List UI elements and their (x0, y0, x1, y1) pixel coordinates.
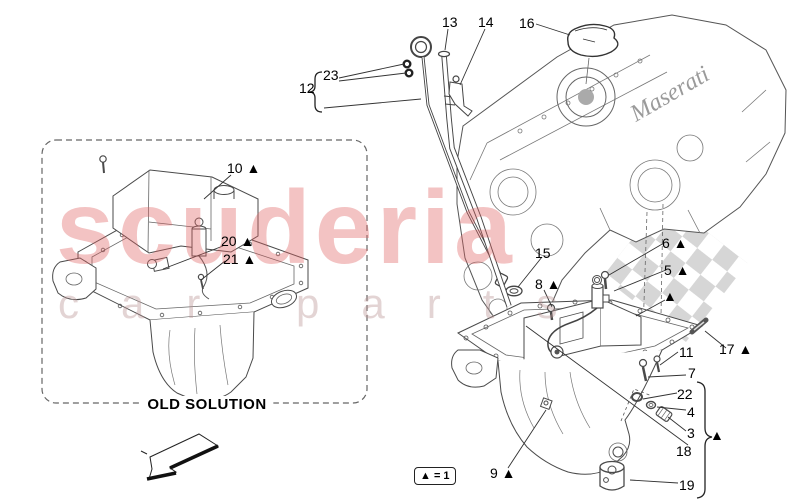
callout-8: 8 ▲ (535, 276, 561, 292)
leader-lines (162, 23, 727, 484)
callout-12: 12 (299, 80, 315, 96)
callout-9: 9 ▲ (490, 465, 516, 481)
bracket-triangle: ▲ (710, 427, 724, 443)
callout-18: 18 (676, 443, 692, 459)
callout-3: 3 (687, 425, 695, 441)
callout-7: 7 (688, 365, 696, 381)
oil-filler-cap-drawing (567, 23, 619, 85)
sensor-cable (547, 307, 598, 356)
old-solution-label: OLD SOLUTION (140, 396, 274, 413)
bolt-7 (638, 358, 648, 368)
callout-10: 10 ▲ (227, 160, 261, 176)
legend-box: ▲ = 1 (414, 467, 456, 485)
callout-13: 13 (442, 14, 458, 30)
callout-20: 20 ▲ (221, 233, 255, 249)
callout-5: 5 ▲ (664, 262, 690, 278)
tube-clamp-14 (448, 81, 473, 117)
callout-19: 19 (679, 477, 695, 493)
callout-6: 6 ▲ (662, 235, 688, 251)
engine-block-drawing: Maserati (456, 14, 787, 337)
callout-17: 17 ▲ (719, 341, 753, 357)
callout-23: 23 (323, 67, 339, 83)
new-oil-pan-drawing (451, 270, 709, 491)
seal-4 (645, 400, 657, 410)
group-bracket (696, 381, 713, 499)
callout-22: 22 (677, 386, 693, 402)
callout-4: 4 (687, 404, 695, 420)
direction-arrow (140, 433, 220, 481)
callout-11: 11 (679, 344, 694, 360)
brace-12 (308, 71, 323, 113)
callout-21: 21 ▲ (223, 251, 257, 267)
callout-16: 16 (519, 15, 535, 31)
callout-14: 14 (478, 14, 494, 30)
old-oil-pan-drawing (52, 155, 309, 401)
bushing-19 (599, 467, 625, 491)
washer-22 (631, 392, 643, 402)
drain-plug-9 (539, 397, 553, 411)
callout-triangle: ▲ (663, 288, 677, 304)
callout-15: 15 (535, 245, 551, 261)
bolt-6 (600, 270, 610, 280)
